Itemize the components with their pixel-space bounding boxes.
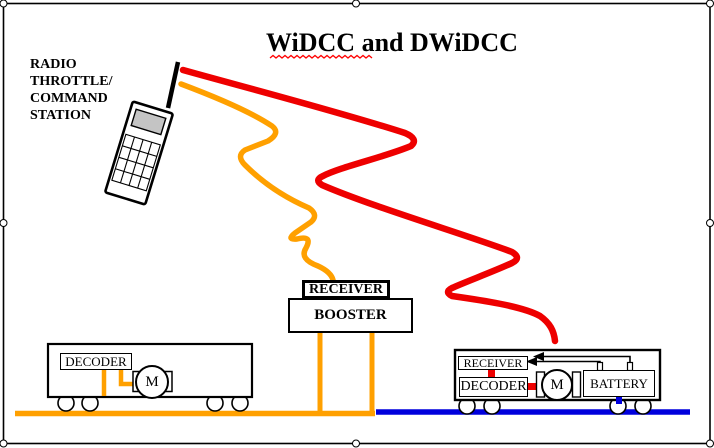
handset-screen: [130, 108, 167, 136]
right-motor-mount-right: [571, 371, 582, 398]
battery-track-connector: [616, 396, 622, 404]
left-car-motor: M: [135, 365, 169, 399]
command-station-label: RADIO THROTTLE/ COMMAND STATION: [30, 57, 113, 123]
battery-receiver-wire-bottom: [536, 360, 601, 363]
booster-receiver-box: RECEIVER: [302, 280, 390, 299]
resize-handle-bottom-middle[interactable]: [352, 439, 360, 448]
right-car-decoder-box: DECODER: [459, 377, 528, 397]
radio-handset-icon: [104, 61, 181, 206]
receiver-decoder-connector: [488, 370, 495, 378]
booster-box: BOOSTER: [288, 298, 413, 333]
title-rest: and DWiDCC: [355, 28, 518, 57]
right-car-receiver-box: RECEIVER: [458, 356, 528, 370]
resize-handle-left-middle[interactable]: [0, 219, 8, 227]
wire-arrowhead-bottom: [526, 357, 537, 366]
title-word-widcc: WiDCC: [266, 28, 356, 57]
resize-handle-bottom-right[interactable]: [706, 439, 714, 448]
resize-handle-top-left[interactable]: [0, 0, 8, 8]
battery-receiver-wire-top: [543, 355, 631, 363]
page-title: WiDCC and DWiDCC: [266, 28, 518, 58]
spellcheck-squiggle: [269, 54, 373, 59]
right-car-motor: M: [541, 369, 573, 401]
wire-arrowhead-top: [533, 352, 544, 361]
antenna-icon: [165, 61, 181, 109]
left-car-decoder-box: DECODER: [60, 353, 132, 370]
left-car-wheels: [57, 394, 249, 412]
dwidcc-radio-signal-path: [179, 66, 559, 345]
left-decoder-motor-wire: [118, 370, 134, 387]
resize-handle-top-middle[interactable]: [352, 0, 360, 8]
handset-keypad: [111, 133, 161, 192]
resize-handle-bottom-left[interactable]: [0, 439, 8, 448]
resize-handle-top-right[interactable]: [706, 0, 714, 8]
resize-handle-right-middle[interactable]: [706, 219, 714, 227]
right-car-battery-box: BATTERY: [583, 370, 655, 397]
widcc-radio-signal-path: [178, 81, 336, 283]
